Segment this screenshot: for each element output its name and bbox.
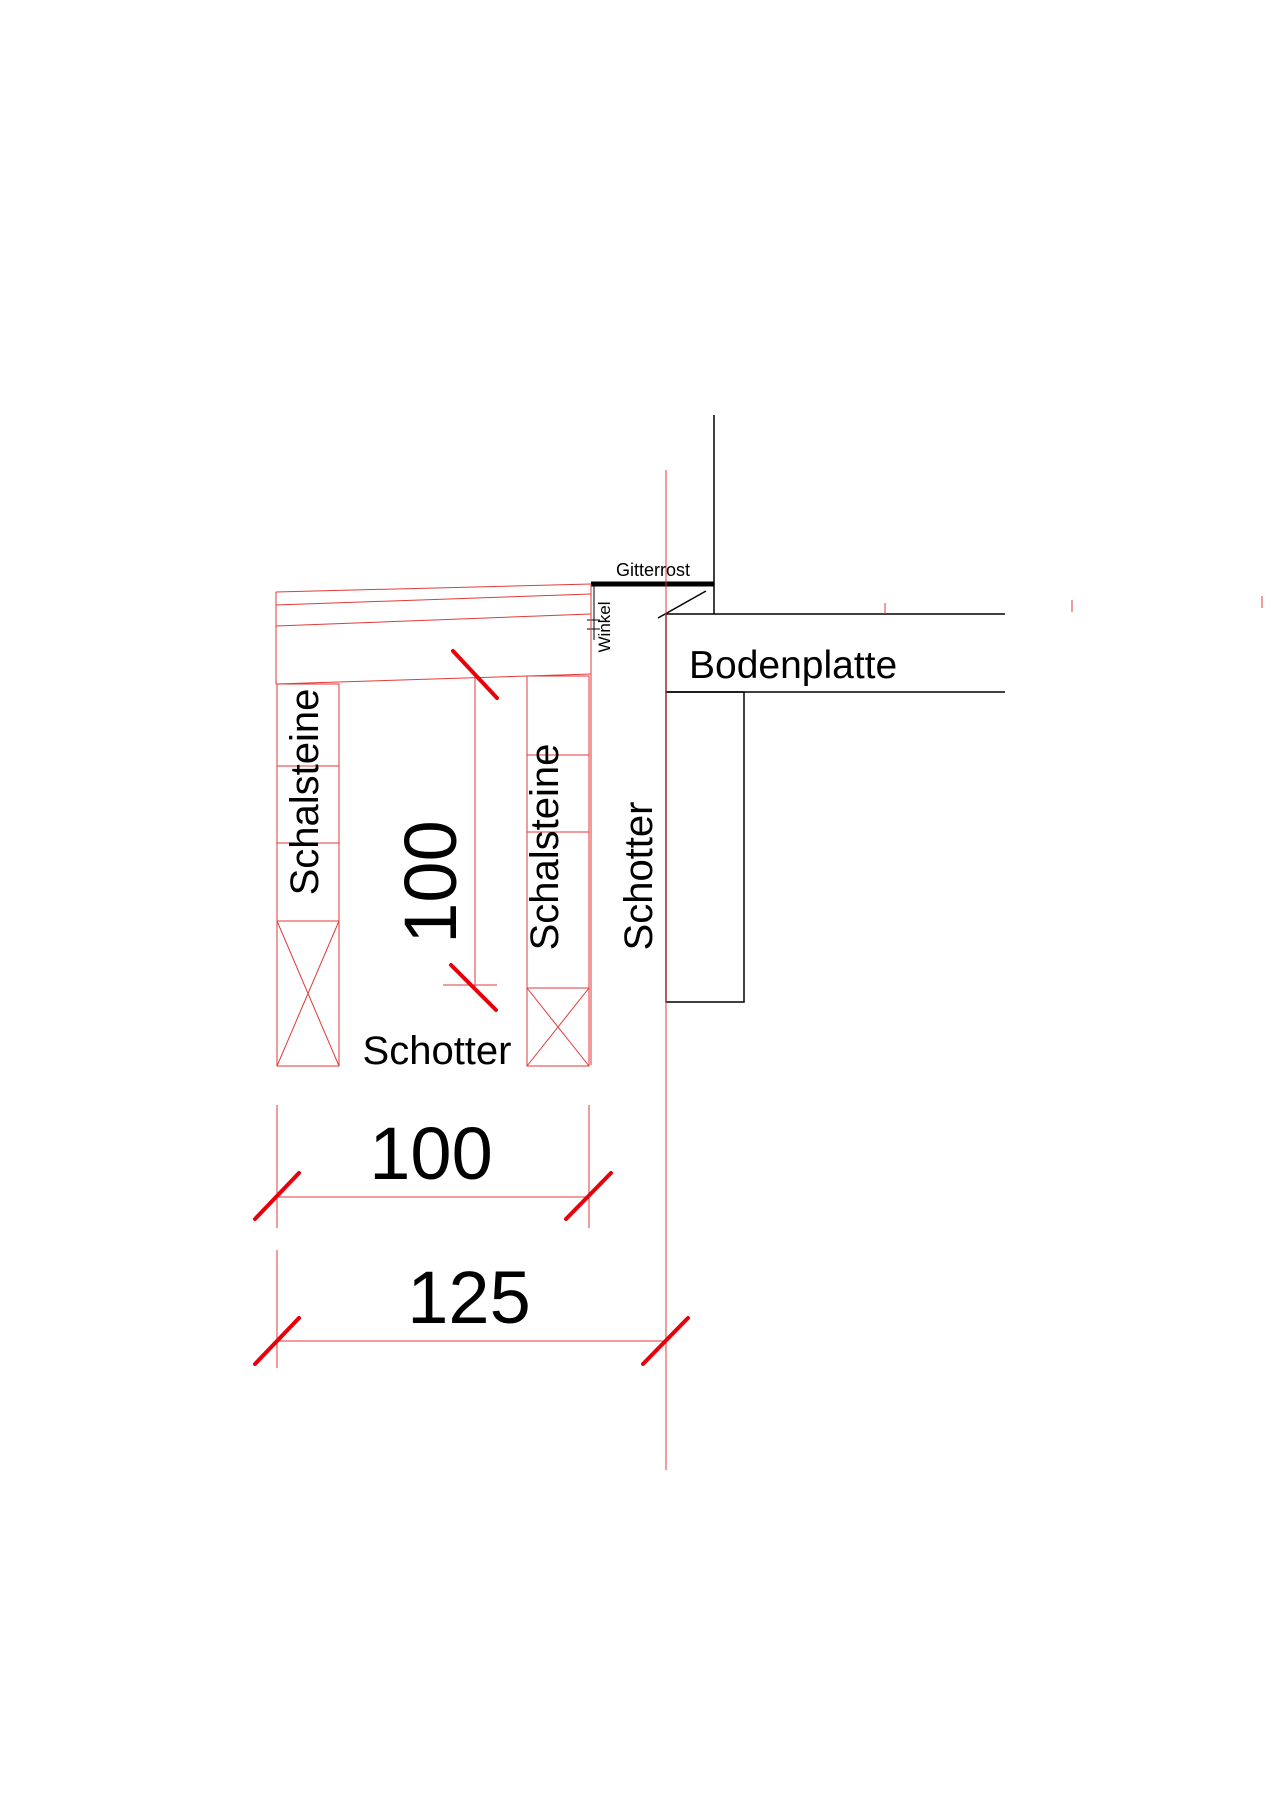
dim-total-value: 125 [407, 1256, 530, 1339]
schotter-side-label: Schotter [617, 802, 661, 951]
building-outline [657, 415, 1005, 1003]
strip-foundation [665, 691, 745, 1003]
tick-inner-left [253, 1171, 301, 1221]
schalsteine-right-column [526, 675, 590, 1067]
cover-line-3 [275, 613, 592, 627]
schalsteine-left-column [276, 683, 340, 1067]
schalsteine-left-label: Schalsteine [283, 689, 327, 896]
tick-height-bottom [449, 963, 498, 1012]
tick-total-left [253, 1316, 301, 1366]
tick-inner-right [564, 1171, 613, 1221]
tick-height-top [451, 649, 499, 700]
construction-lines [275, 470, 1263, 1470]
bodenplatte-label: Bodenplatte [689, 644, 897, 687]
schalsteine-right-cross-b [526, 987, 590, 1067]
cover-line-2 [275, 593, 592, 606]
tick-total-right [641, 1316, 690, 1366]
cover-line-1 [275, 583, 592, 593]
dim-inner-value: 100 [369, 1112, 492, 1195]
dim-height-value: 100 [389, 820, 472, 943]
gitterrost-label: Gitterrost [616, 560, 690, 580]
dimension-ticks [253, 649, 690, 1366]
schalsteine-left-cross-b [276, 920, 340, 1067]
schalsteine-right-label: Schalsteine [523, 744, 567, 951]
winkel-label: Winkel [595, 601, 614, 652]
schotter-bottom-label: Schotter [363, 1029, 512, 1073]
